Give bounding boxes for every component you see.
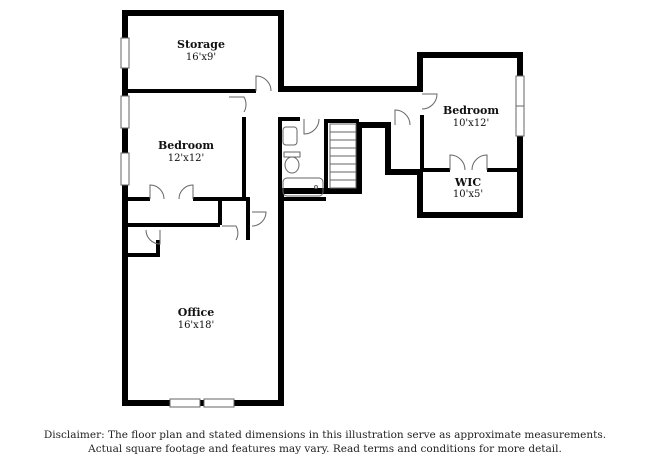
door-bedroom-hall xyxy=(229,96,247,113)
bath-fixtures xyxy=(282,126,324,197)
window-bedroom-1 xyxy=(120,95,130,129)
door-bathroom xyxy=(303,118,320,135)
office-name: Office xyxy=(178,306,215,319)
storage-name: Storage xyxy=(177,38,225,51)
bedroom-left-name: Bedroom xyxy=(158,139,214,152)
windows xyxy=(120,37,525,408)
storage-dims: 16'x9' xyxy=(186,52,216,63)
stairs xyxy=(329,123,357,189)
toilet-bowl xyxy=(284,156,300,174)
door-corridor xyxy=(394,109,411,126)
disclaimer-line-1: Disclaimer: The floor plan and stated di… xyxy=(43,429,607,441)
wic-name: WIC xyxy=(454,176,481,189)
toilet-tank xyxy=(283,151,301,158)
disclaimer-line-2: Actual square footage and features may v… xyxy=(88,443,562,455)
bedroom-right-name: Bedroom xyxy=(443,104,499,117)
door-closet-right xyxy=(178,184,194,200)
window-right-bedroom-1 xyxy=(515,75,525,107)
door-closet-left xyxy=(149,184,165,200)
door-wic-left xyxy=(449,154,466,171)
tub-drain xyxy=(314,185,318,189)
left-wing-outline xyxy=(122,10,523,406)
window-bedroom-2 xyxy=(120,152,130,186)
window-office-2 xyxy=(203,398,235,408)
door-swings xyxy=(145,75,488,245)
window-storage xyxy=(120,37,130,69)
door-hall-closet xyxy=(222,225,239,241)
wic-dims: 10'x5' xyxy=(453,189,483,200)
door-storage xyxy=(255,75,272,92)
interior-walls xyxy=(125,89,520,257)
sink xyxy=(282,126,298,146)
bedroom-right-dims: 10'x12' xyxy=(453,118,490,129)
office-dims: 16'x18' xyxy=(178,320,215,331)
bedroom-left-dims: 12'x12' xyxy=(168,153,205,164)
door-right-bedroom xyxy=(421,93,438,110)
window-right-bedroom-2 xyxy=(515,105,525,137)
door-office xyxy=(251,211,267,227)
bathtub xyxy=(282,177,324,197)
exterior-walls xyxy=(122,10,523,406)
door-wic-right xyxy=(471,154,488,171)
window-office-1 xyxy=(169,398,201,408)
door-small-closet xyxy=(145,229,161,245)
